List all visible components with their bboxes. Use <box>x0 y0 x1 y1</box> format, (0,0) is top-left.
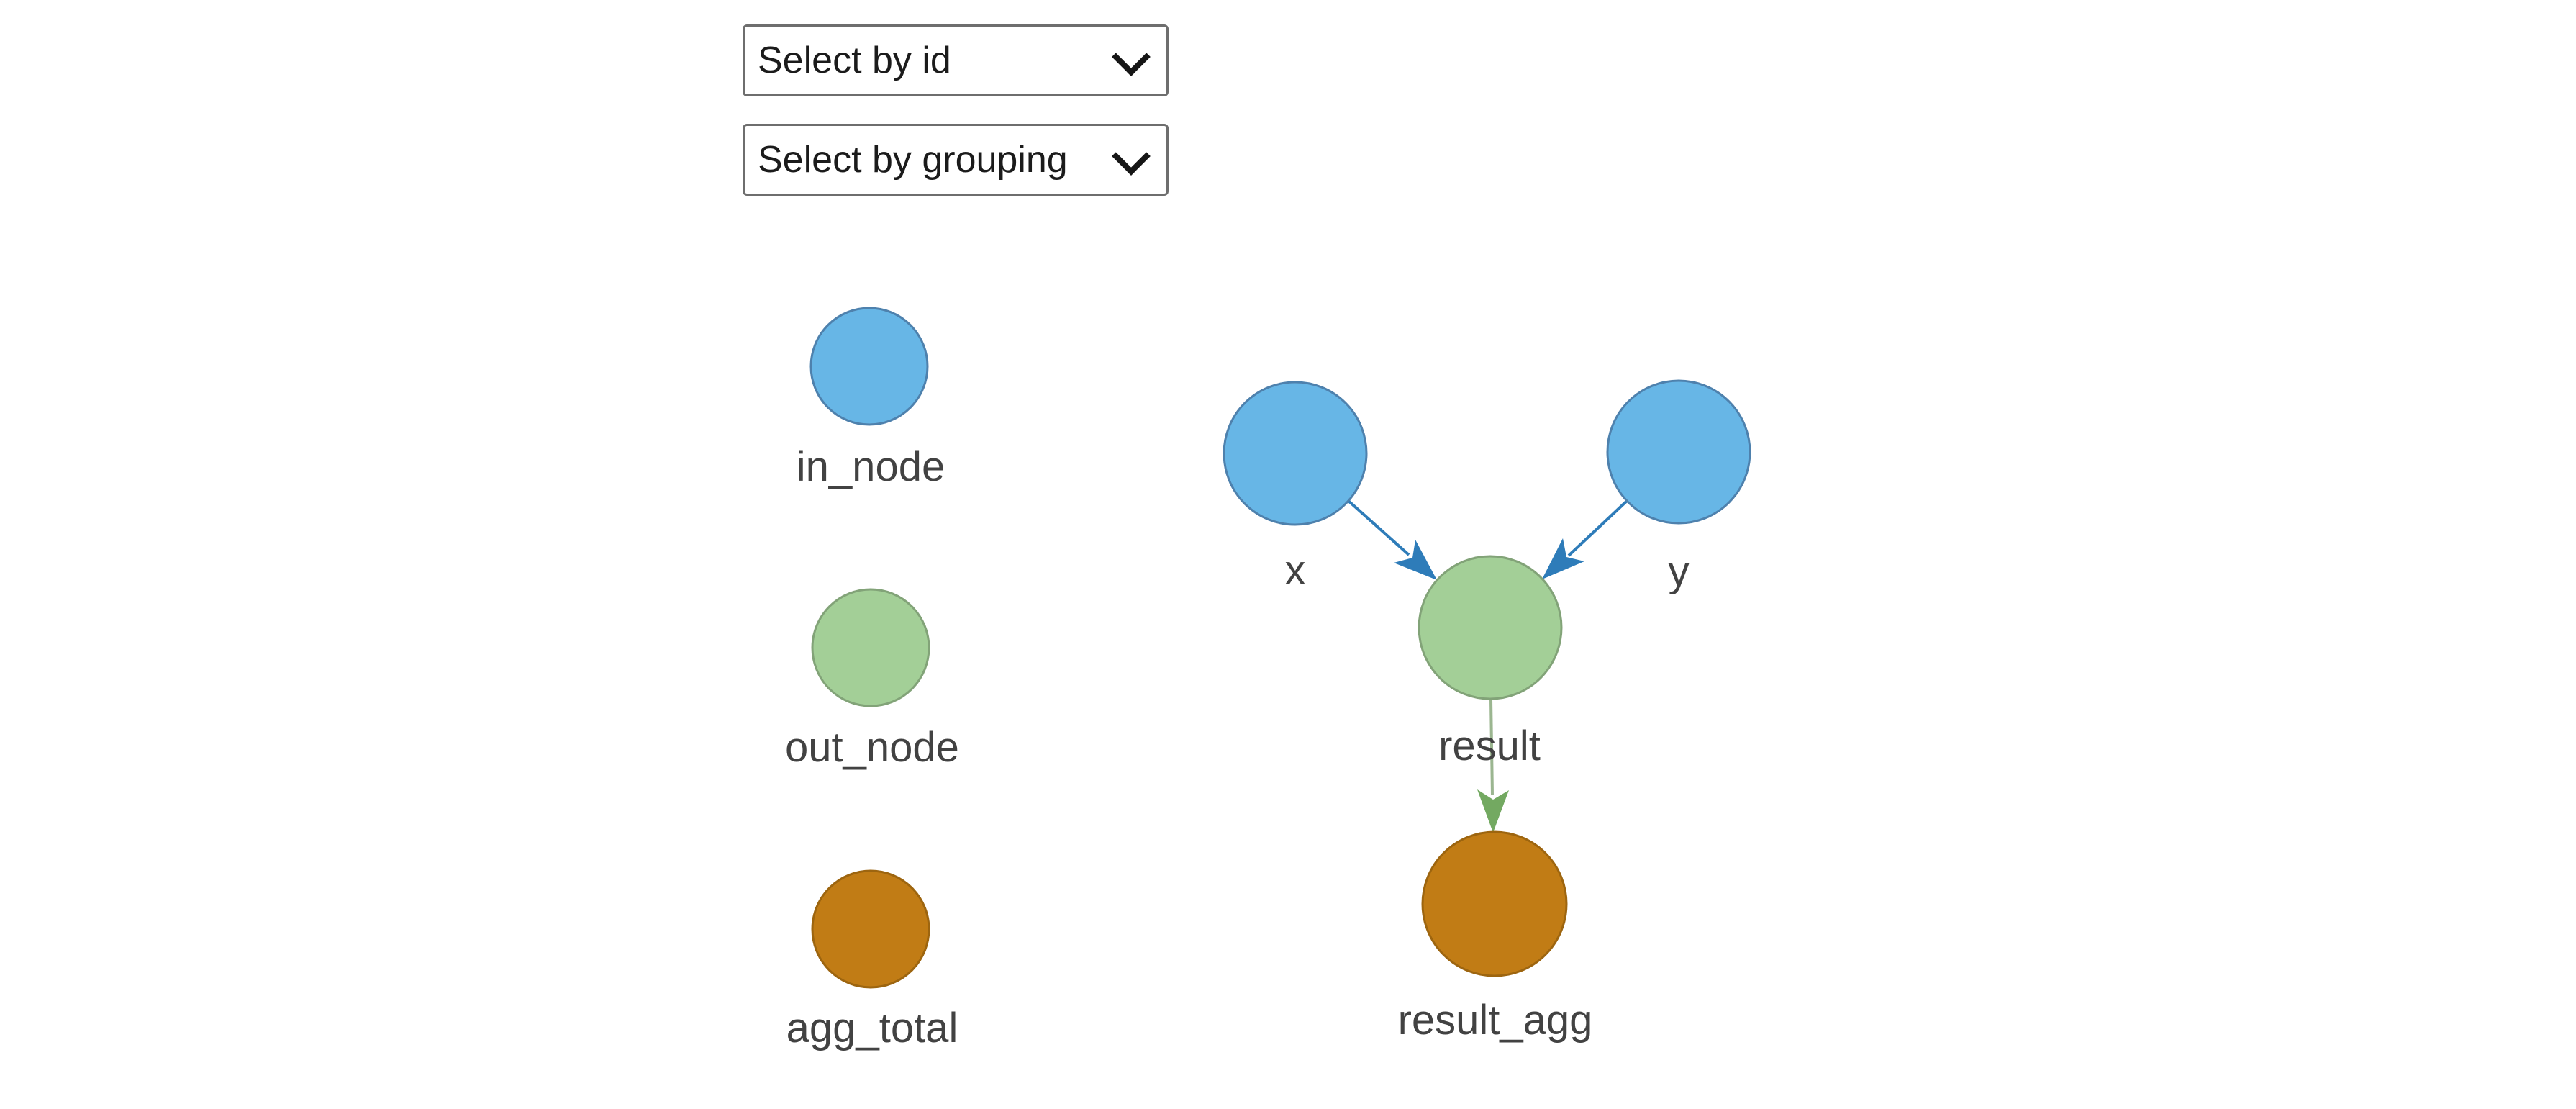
node-labels: x y result result_agg <box>1285 547 1690 1044</box>
legend-swatch-out-node <box>811 588 930 707</box>
legend-label-out-node: out_node <box>785 724 959 771</box>
node-label-result-agg: result_agg <box>1398 997 1593 1044</box>
graph-node-x[interactable] <box>1223 381 1368 526</box>
arrowhead-x-to-result <box>1394 540 1437 580</box>
edge-x-to-result-line <box>1347 499 1410 556</box>
legend-swatch-agg-total <box>811 869 930 989</box>
graph-node-result-agg[interactable] <box>1421 830 1568 977</box>
arrowhead-result-to-result-agg <box>1477 789 1509 833</box>
edges <box>1347 499 1628 833</box>
arrowhead-y-to-result <box>1542 538 1584 579</box>
legend-label-agg-total: agg_total <box>786 1005 958 1051</box>
edge-result-to-result-agg-line <box>1489 698 1494 796</box>
legend-label-in-node: in_node <box>797 443 945 490</box>
graph-node-y[interactable] <box>1606 379 1751 525</box>
node-label-x: x <box>1285 547 1306 594</box>
legend: in_node out_node agg_total <box>785 307 959 1051</box>
legend-swatch-in-node <box>809 307 929 426</box>
graph-node-result[interactable] <box>1418 555 1563 700</box>
nodes <box>1223 379 1751 977</box>
select-by-grouping-dropdown[interactable]: Select by grouping <box>743 124 1169 196</box>
node-label-result: result <box>1438 723 1541 769</box>
node-label-y: y <box>1669 548 1690 595</box>
edge-y-to-result-line <box>1567 499 1628 557</box>
select-by-id-dropdown[interactable]: Select by id <box>743 24 1169 96</box>
